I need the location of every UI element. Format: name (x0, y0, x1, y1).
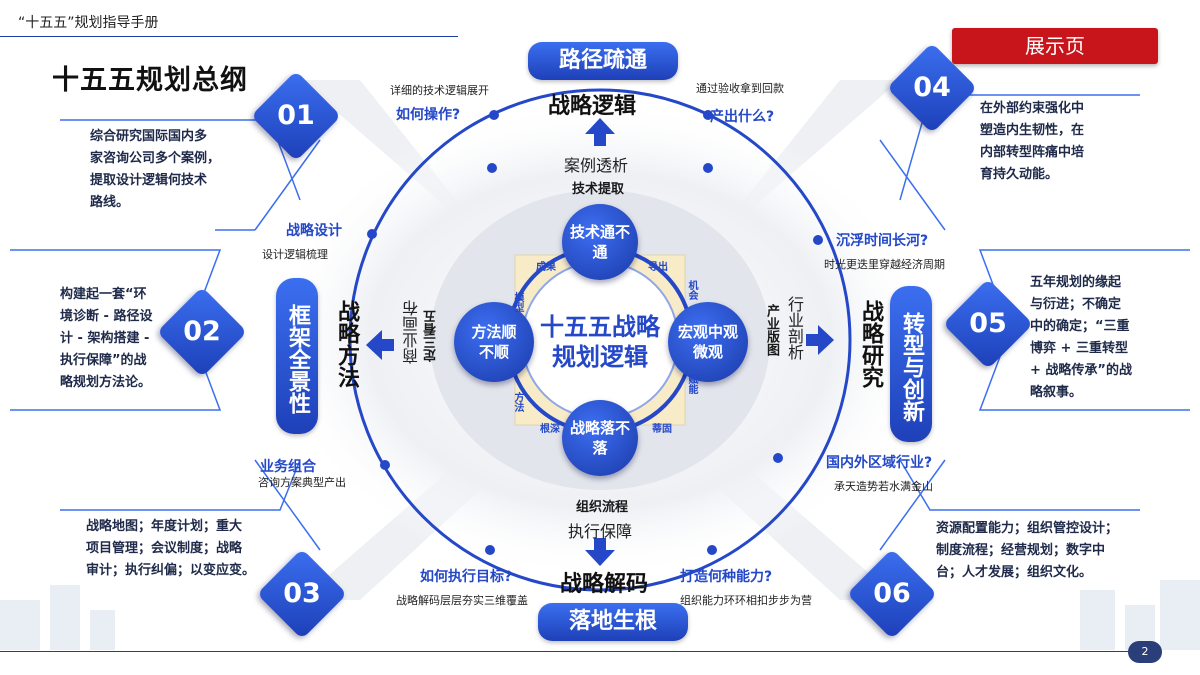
right-title: 战略研究 (858, 300, 883, 388)
center-title: 十五五战略规划逻辑 (540, 313, 660, 371)
corner-text-06: 资源配置能力；组织管控设计；制度流程；经营规划；数字中 台；人才发展；组织文化。 (936, 521, 1119, 580)
page-number: 2 (1128, 641, 1162, 663)
inner-label: 机会 (686, 280, 697, 300)
left-sub-label: 定三看五 (424, 310, 439, 362)
inner-label: 根深 (540, 424, 560, 435)
corner-text-04: 在外部约束强化中塑造内生韧性，在 内部转型阵痛中培育持久动能。 (980, 101, 1085, 182)
top-sub-label: 技术提取 (572, 182, 625, 197)
diamond-number-01: 01 (277, 100, 315, 131)
question-title: 业务组合 (260, 459, 316, 475)
node-right: 宏观中观微观 (668, 302, 748, 382)
node-top: 技术通不通 (562, 204, 638, 280)
corner-text-02: 构建起一套“环境诊断 - 路径设 计 - 架构搭建 -执行保障”的战 略规划方法… (60, 287, 153, 390)
corner-text-05: 五年规划的缘起与衍进；不确定 中的确定；“三重博弈 + 三重转型 + 战略传承”… (1030, 275, 1132, 400)
left-title: 战略方法 (334, 300, 359, 388)
inner-label: 方法 (512, 392, 523, 412)
question-note: 承天造势若水满金山 (834, 480, 933, 493)
bottom-ring-label: 执行保障 (568, 522, 633, 541)
top-title: 战略逻辑 (548, 94, 637, 119)
inner-label: 导出 (648, 262, 668, 273)
question-title: 如何操作? (396, 107, 461, 123)
question-title: 国内外区域行业? (826, 455, 933, 471)
question-title: 战略设计 (286, 223, 342, 239)
show-page-button[interactable]: 展示页 (952, 28, 1158, 64)
page-title: 十五五规划总纲 (52, 65, 248, 96)
left-pill: 框架全景性 (276, 278, 318, 434)
bottom-title: 战略解码 (560, 572, 649, 597)
inner-label: 模型 (512, 292, 523, 312)
left-ring-label: 商业画布 (402, 300, 421, 364)
header-divider (0, 36, 458, 37)
corner-text-01: 综合研究国际国内多家咨询公司多个案例， 提取设计逻辑何技术路线。 (90, 129, 221, 210)
diamond-number-04: 04 (913, 72, 951, 103)
node-bottom: 战略落不落 (562, 400, 638, 476)
diamond-number-03: 03 (283, 578, 321, 609)
question-title: 沉浮时间长河? (836, 233, 929, 249)
right-sub-label: 产业版图 (764, 304, 779, 356)
question-note: 时光更迭里穿越经济周期 (824, 258, 945, 271)
question-title: 打造何种能力? (680, 569, 773, 585)
question-title: 如何执行目标? (420, 569, 513, 585)
right-pill: 转型与创新 (890, 286, 932, 442)
question-note: 咨询方案典型产出 (258, 476, 346, 489)
question-note: 组织能力环环相扣步步为营 (680, 594, 812, 607)
diamond-number-06: 06 (873, 578, 911, 609)
question-note: 通过验收拿到回款 (696, 82, 784, 95)
inner-label: 蒂固 (652, 424, 672, 435)
top-pill: 路径疏通 (528, 42, 678, 80)
diamond-number-02: 02 (183, 316, 221, 347)
doc-title: “十五五”规划指导手册 (18, 15, 159, 31)
outer-ring (348, 88, 852, 592)
corner-text-03: 战略地图；年度计划；重大项目管理；会议制度；战略 审计；执行纠偏；以变应变。 (86, 519, 256, 578)
bottom-pill: 落地生根 (538, 603, 688, 641)
question-note: 详细的技术逻辑展开 (390, 84, 489, 97)
diamond-number-05: 05 (969, 308, 1007, 339)
question-note: 设计逻辑梳理 (262, 248, 328, 261)
node-left: 方法顺不顺 (454, 302, 534, 382)
footer-divider (0, 651, 1128, 652)
bottom-sub-label: 组织流程 (576, 500, 629, 515)
top-ring-label: 案例透析 (564, 156, 629, 175)
question-title: 产出什么? (710, 109, 775, 125)
question-note: 战略解码层层夯实三维覆盖 (396, 594, 528, 607)
right-ring-label: 行业剖析 (785, 296, 804, 360)
inner-label: 成果 (536, 262, 556, 273)
inner-label: 赋能 (686, 374, 697, 394)
